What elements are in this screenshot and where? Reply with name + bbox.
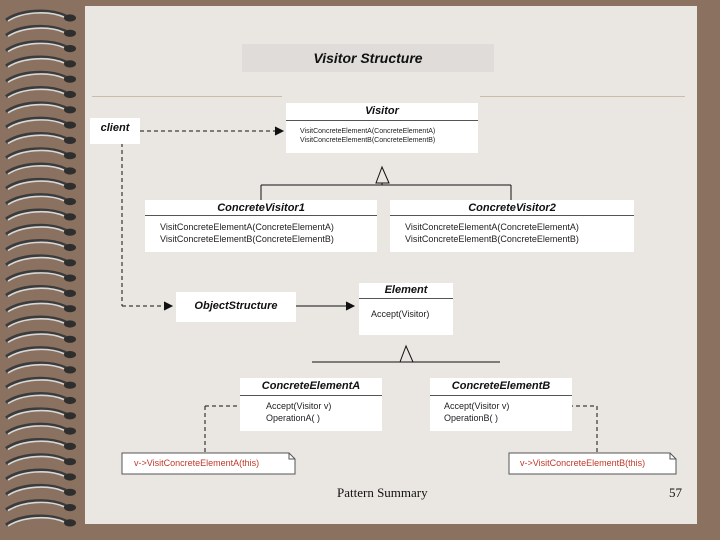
binding-ring xyxy=(5,101,76,114)
binding-ring xyxy=(5,437,76,451)
binding-ring xyxy=(5,162,76,175)
binding-ring xyxy=(5,223,76,236)
class-concrete-visitor2-op-2: VisitConcreteElementB(ConcreteElementB) xyxy=(405,234,579,244)
binding-ring xyxy=(5,514,76,527)
binding-ring xyxy=(5,40,76,53)
class-concrete-element-a-op-1: Accept(Visitor v) xyxy=(266,401,332,411)
class-concrete-visitor2[interactable]: ConcreteVisitor2 VisitConcreteElementA(C… xyxy=(390,200,634,252)
class-concrete-element-b-op-2: OperationB( ) xyxy=(444,413,499,423)
title-rule-left xyxy=(92,96,282,97)
binding-ring xyxy=(5,239,76,252)
note-a-fold xyxy=(288,453,295,460)
binding-ring xyxy=(5,70,76,83)
class-concrete-element-a-divider xyxy=(240,395,382,396)
class-visitor-op-1: VisitConcreteElementA(ConcreteElementA) xyxy=(300,128,436,135)
note-b-fold xyxy=(669,453,676,460)
class-concrete-visitor2-name: ConcreteVisitor2 xyxy=(468,202,556,214)
class-client-name: client xyxy=(100,122,130,134)
class-visitor-divider xyxy=(286,120,478,121)
class-concrete-visitor1-divider xyxy=(145,215,377,216)
binding-ring xyxy=(5,24,76,37)
class-concrete-element-a-op-2: OperationA( ) xyxy=(266,413,321,423)
binding-ring xyxy=(5,376,76,389)
class-concrete-visitor1[interactable]: ConcreteVisitor1 VisitConcreteElementA(C… xyxy=(145,200,377,252)
binding-ring xyxy=(5,254,76,267)
title-rule-right xyxy=(480,96,685,97)
binding-ring xyxy=(5,208,76,221)
binding-ring xyxy=(5,346,76,359)
note-b-box xyxy=(508,452,677,475)
objectstructure-to-element-arrowhead xyxy=(345,301,356,311)
class-object-structure[interactable]: ObjectStructure xyxy=(176,292,296,322)
note-a-text: v->VisitConcreteElementA(this) xyxy=(134,458,260,468)
binding-ring xyxy=(5,147,76,160)
class-concrete-element-b-op-1: Accept(Visitor v) xyxy=(444,401,510,411)
class-visitor[interactable]: Visitor VisitConcreteElementA(ConcreteEl… xyxy=(286,103,478,153)
class-concrete-visitor2-divider xyxy=(390,215,634,216)
binding-ring xyxy=(5,131,76,145)
client-to-objectstructure-arrowhead xyxy=(163,301,174,311)
class-object-structure-name: ObjectStructure xyxy=(194,300,278,312)
class-concrete-visitor1-op-1: VisitConcreteElementA(ConcreteElementA) xyxy=(160,222,334,232)
client-to-visitor-arrowhead xyxy=(274,126,285,136)
binding-ring xyxy=(5,9,76,22)
binding-ring xyxy=(5,407,76,420)
class-concrete-element-a[interactable]: ConcreteElementA Accept(Visitor v) Opera… xyxy=(240,378,382,431)
class-element-op-1: Accept(Visitor) xyxy=(371,309,430,319)
binding-ring xyxy=(5,116,76,129)
spiral-binding xyxy=(5,9,76,527)
class-visitor-name: Visitor xyxy=(365,105,399,117)
class-concrete-visitor2-op-1: VisitConcreteElementA(ConcreteElementA) xyxy=(405,222,579,232)
binding-ring xyxy=(5,193,76,206)
class-concrete-element-a-name: ConcreteElementA xyxy=(261,380,361,392)
class-concrete-element-b[interactable]: ConcreteElementB Accept(Visitor v) Opera… xyxy=(430,378,572,431)
paper-sheet xyxy=(85,6,697,524)
binding-ring xyxy=(5,422,76,435)
class-concrete-element-b-divider xyxy=(430,395,572,396)
binding-ring xyxy=(5,392,76,405)
binding-ring xyxy=(5,55,76,68)
binding-ring xyxy=(5,315,76,328)
binding-ring xyxy=(5,499,76,512)
class-concrete-visitor1-name: ConcreteVisitor1 xyxy=(217,202,305,214)
element-inheritance-triangle xyxy=(399,344,414,363)
class-client[interactable]: client xyxy=(90,118,140,144)
class-element[interactable]: Element Accept(Visitor) xyxy=(359,283,453,335)
binding-ring xyxy=(5,468,76,481)
binding-ring xyxy=(5,453,76,466)
visitor-inheritance-triangle xyxy=(375,165,390,184)
class-visitor-op-2: VisitConcreteElementB(ConcreteElementB) xyxy=(300,137,436,144)
footer-caption: Pattern Summary xyxy=(337,485,428,500)
class-concrete-visitor1-op-2: VisitConcreteElementB(ConcreteElementB) xyxy=(160,234,334,244)
note-a-box xyxy=(121,452,296,475)
binding-ring xyxy=(5,483,76,496)
page-number: 57 xyxy=(669,485,682,500)
binding-ring xyxy=(5,300,76,313)
binding-ring xyxy=(5,177,76,190)
class-element-name: Element xyxy=(384,284,428,296)
binding-ring xyxy=(5,269,76,282)
diagram-title: Visitor Structure xyxy=(242,44,494,72)
class-concrete-element-b-name: ConcreteElementB xyxy=(451,380,551,392)
note-b-text: v->VisitConcreteElementB(this) xyxy=(520,458,646,468)
binding-ring xyxy=(5,86,76,99)
class-element-divider xyxy=(359,298,453,299)
binding-ring xyxy=(5,330,76,343)
binding-ring xyxy=(5,284,76,298)
binding-ring xyxy=(5,361,76,374)
